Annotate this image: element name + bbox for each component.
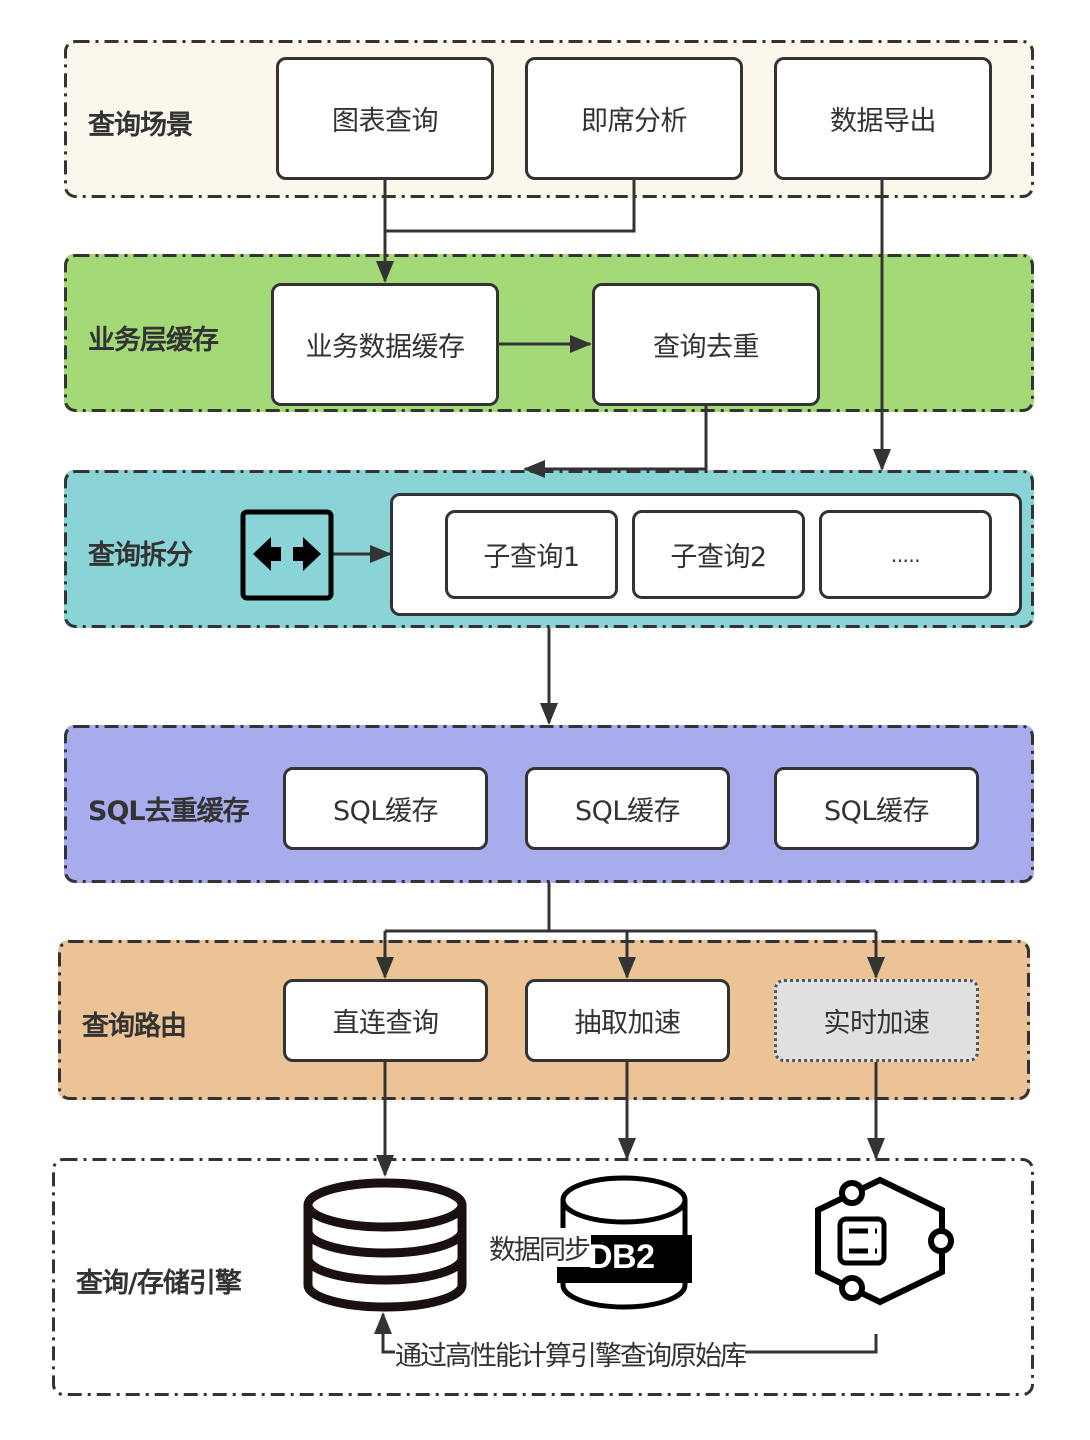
node-sql-cache-2[interactable]: SQL缓存	[525, 767, 730, 850]
node-sql-cache-1[interactable]: SQL缓存	[283, 767, 488, 850]
node-adhoc-analysis[interactable]: 即席分析	[525, 57, 743, 180]
layer-title-query-routing: 查询路由	[82, 1011, 187, 1042]
node-realtime-accel[interactable]: 实时加速	[774, 979, 979, 1062]
layer-title-query-split: 查询拆分	[88, 540, 193, 571]
layer-title-business-cache: 业务层缓存	[88, 325, 219, 356]
node-sub-query-more[interactable]: .....	[819, 510, 992, 599]
node-chart-query[interactable]: 图表查询	[276, 57, 494, 180]
compute-engine-label: 通过高性能计算引擎查询原始库	[395, 1334, 747, 1373]
node-query-dedup[interactable]: 查询去重	[592, 283, 820, 406]
node-sub-query-2[interactable]: 子查询2	[632, 510, 805, 599]
connector-dedup-to-split	[523, 406, 708, 478]
node-direct-query[interactable]: 直连查询	[283, 979, 488, 1062]
node-sql-cache-3[interactable]: SQL缓存	[774, 767, 979, 850]
layer-title-query-storage-engine: 查询/存储引擎	[76, 1268, 242, 1299]
node-sub-query-1[interactable]: 子查询1	[445, 510, 618, 599]
node-business-data-cache[interactable]: 业务数据缓存	[271, 283, 499, 406]
db2-label: DB2	[588, 1238, 655, 1276]
node-data-export[interactable]: 数据导出	[774, 57, 992, 180]
node-extract-accel[interactable]: 抽取加速	[525, 979, 730, 1062]
layer-title-sql-dedup-cache: SQL去重缓存	[88, 796, 250, 827]
layer-title-query-scenario: 查询场景	[88, 110, 193, 141]
data-sync-label: 数据同步	[487, 1228, 591, 1267]
